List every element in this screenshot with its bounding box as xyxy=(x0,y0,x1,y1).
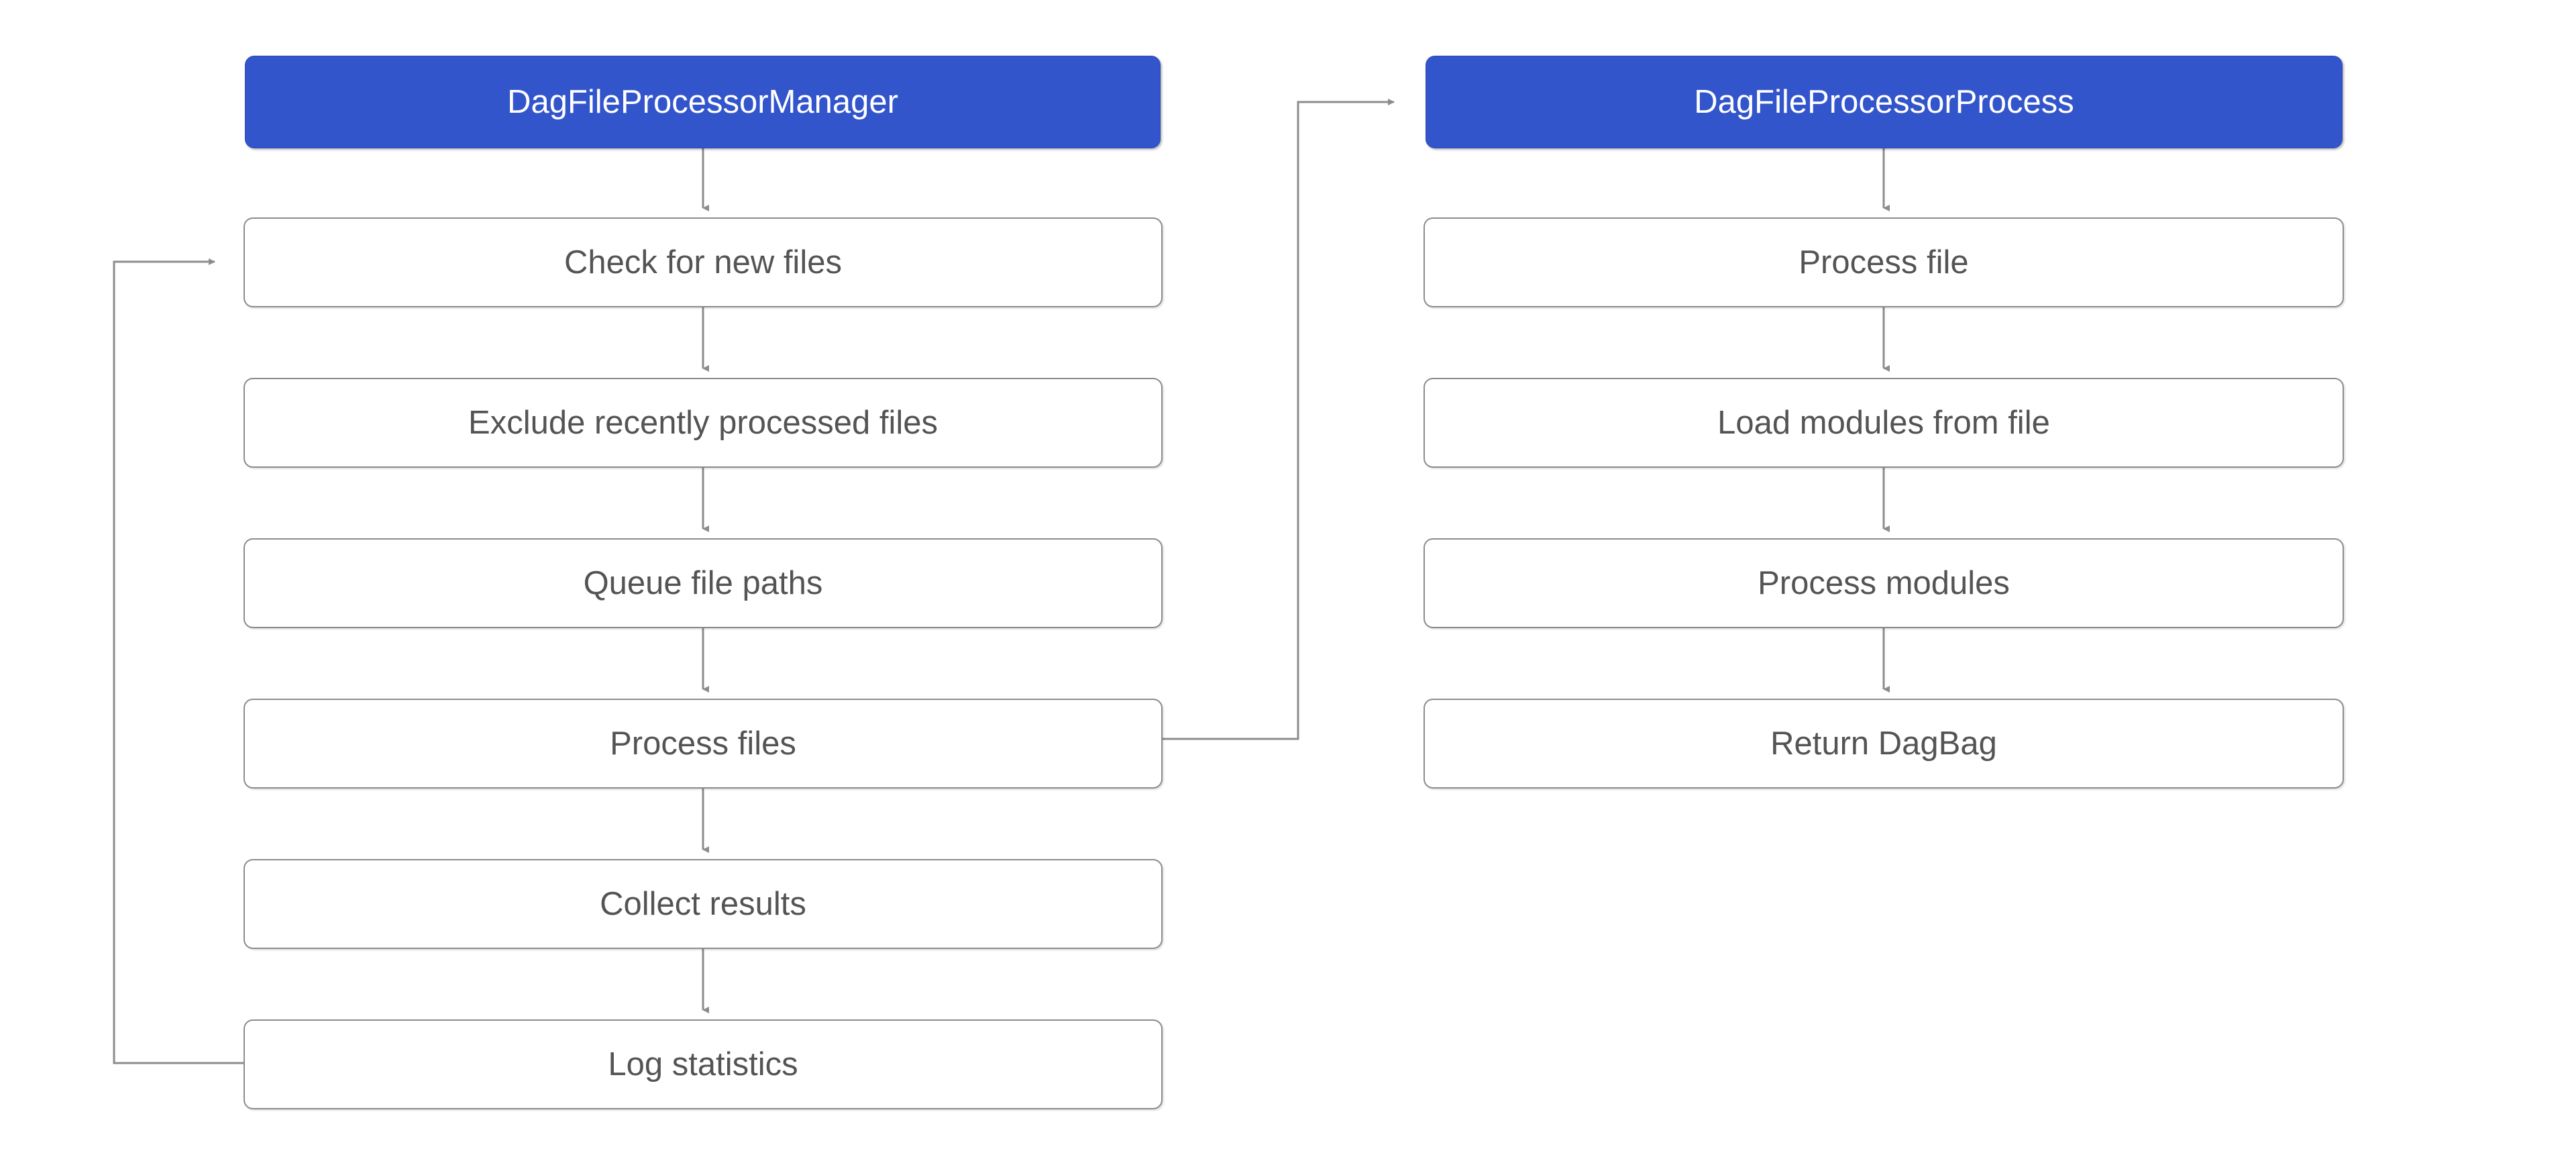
node-label: Return DagBag xyxy=(1770,725,1997,762)
node-queue-file-paths[interactable]: Queue file paths xyxy=(244,538,1163,628)
node-process-modules[interactable]: Process modules xyxy=(1424,538,2344,628)
node-label: Process modules xyxy=(1758,564,2010,601)
node-process-files[interactable]: Process files xyxy=(244,699,1163,789)
node-return-dagbag[interactable]: Return DagBag xyxy=(1424,699,2344,789)
node-check-for-new-files[interactable]: Check for new files xyxy=(244,217,1163,307)
node-process-file[interactable]: Process file xyxy=(1424,217,2344,307)
node-label: Queue file paths xyxy=(583,564,823,601)
node-label: Collect results xyxy=(600,885,806,922)
node-label: Exclude recently processed files xyxy=(468,404,938,441)
node-dagfileprocessorprocess[interactable]: DagFileProcessorProcess xyxy=(1426,56,2343,148)
node-label: Check for new files xyxy=(564,244,842,281)
node-label: Process file xyxy=(1799,244,1969,281)
node-label: Process files xyxy=(610,725,796,762)
edge-process-files-to-processor-process xyxy=(1163,99,1395,740)
node-collect-results[interactable]: Collect results xyxy=(244,859,1163,949)
node-log-statistics[interactable]: Log statistics xyxy=(244,1019,1163,1109)
node-label: DagFileProcessorManager xyxy=(507,83,898,120)
node-label: DagFileProcessorProcess xyxy=(1694,83,2074,120)
node-label: Load modules from file xyxy=(1717,404,2050,441)
edge-log-to-check-loopback xyxy=(113,258,244,1064)
node-dagfileprocessormanager[interactable]: DagFileProcessorManager xyxy=(245,56,1161,148)
node-label: Log statistics xyxy=(608,1046,798,1083)
node-exclude-recently-processed-files[interactable]: Exclude recently processed files xyxy=(244,378,1163,468)
node-load-modules-from-file[interactable]: Load modules from file xyxy=(1424,378,2344,468)
